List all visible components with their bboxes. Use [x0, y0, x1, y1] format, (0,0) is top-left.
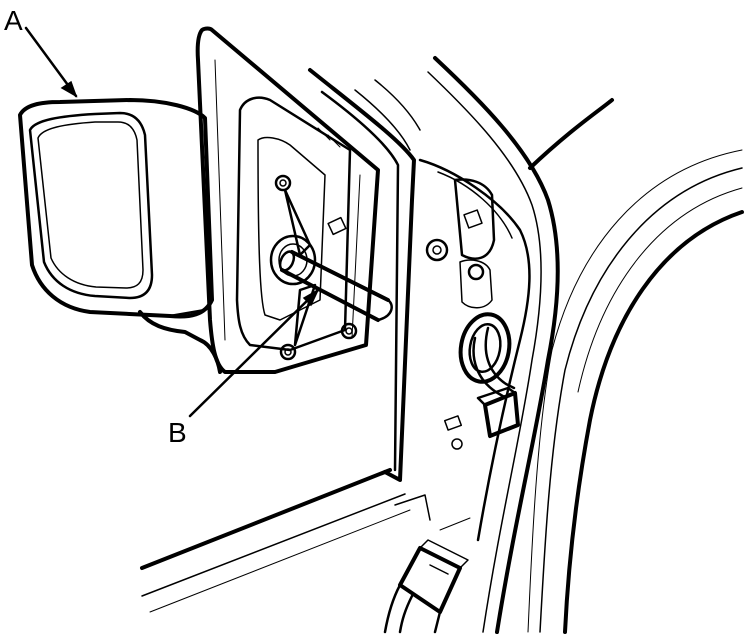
- lower-harness-connector: [383, 539, 469, 634]
- door-frame: [140, 56, 744, 634]
- callout-label-b: B: [168, 417, 187, 448]
- mirror-mount-base: [195, 26, 380, 374]
- door-mount-area: [425, 178, 520, 450]
- mirror-housing: [18, 98, 222, 374]
- removal-tool-shaft: [278, 250, 393, 322]
- callout-a: A: [4, 5, 78, 98]
- callout-b: B: [168, 288, 320, 448]
- callout-label-a: A: [4, 5, 23, 36]
